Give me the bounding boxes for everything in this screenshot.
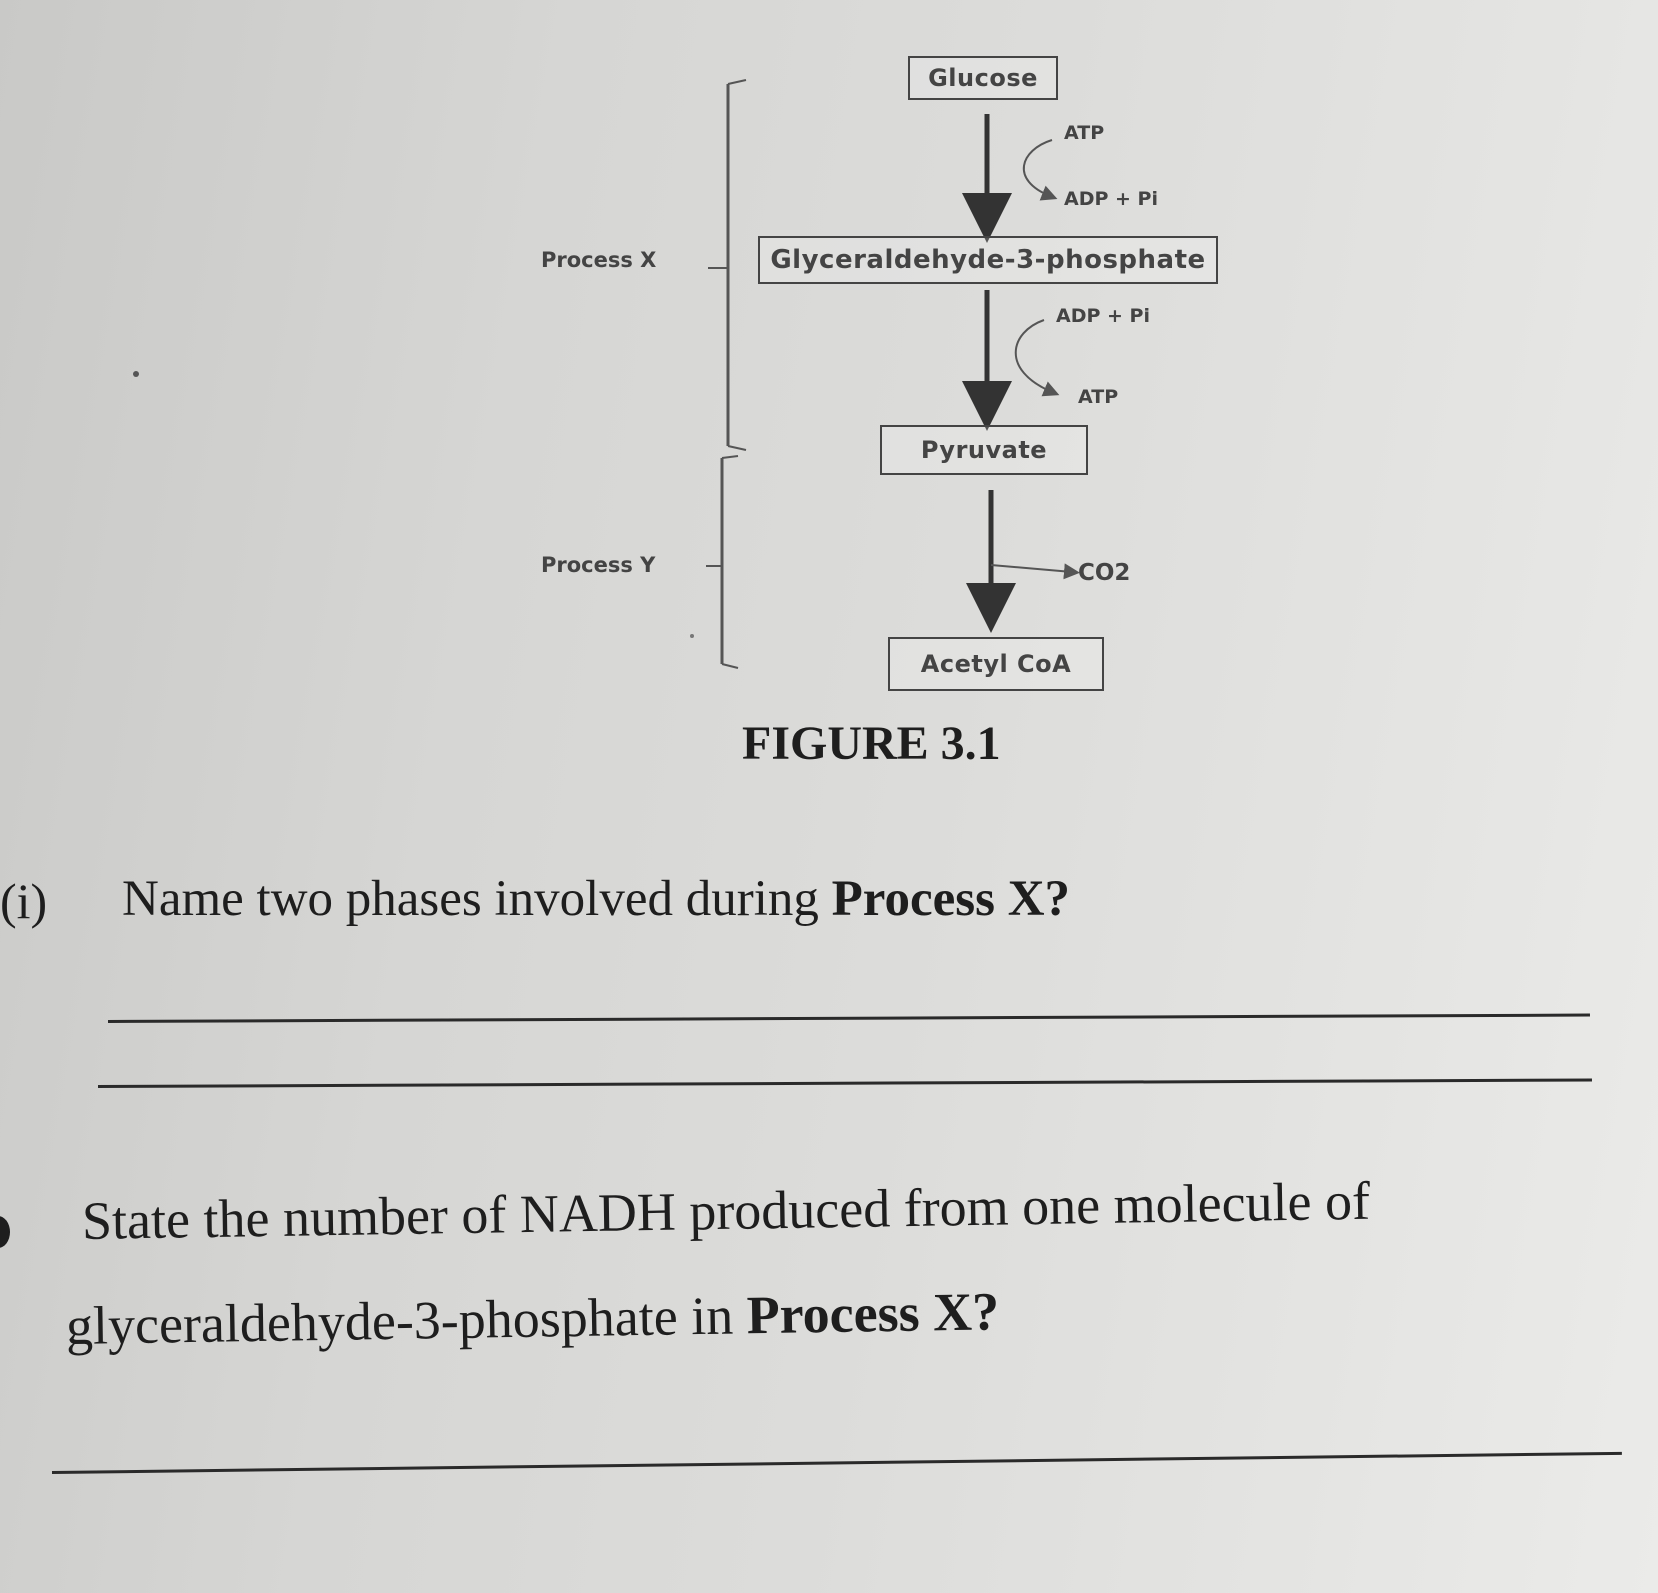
step3-output-label: CO2 [1078,560,1131,586]
question-1-text: Name two phases involved during Process … [122,870,1070,928]
question-1-emphasis: Process X? [831,871,1071,927]
step1-input-label: ATP [1064,122,1105,144]
figure-lines [133,79,1080,669]
answer-line-1[interactable] [107,1013,1590,1023]
process-x-bracket [708,79,747,451]
arrow-glucose-to-g3p [962,114,1058,243]
process-y-bracket [706,455,739,669]
node-glucose: Glucose [908,56,1058,100]
question-2-body: glyceraldehyde-3-phosphate in [65,1285,748,1356]
step2-input-label: ADP + Pi [1056,305,1150,327]
process-x-label: Process X [541,248,657,272]
question-2-line-1: State the number of NADH produced from o… [81,1170,1371,1251]
answer-line-2[interactable] [97,1078,1592,1088]
glycolysis-figure: Glucose Glyceraldehyde-3-phosphate Pyruv… [0,0,1658,770]
step1-output-label: ADP + Pi [1064,188,1158,210]
question-1-body: Name two phases involved during [122,871,832,927]
answer-line-3[interactable] [51,1451,1622,1474]
process-y-label: Process Y [541,553,656,577]
question-2-emphasis: Process X? [746,1281,1000,1346]
question-2-line-2: glyceraldehyde-3-phosphate in Process X? [66,1280,1000,1357]
question-1-number: (i) [0,873,48,929]
node-pyruvate: Pyruvate [880,425,1088,475]
step2-output-label: ATP [1078,386,1119,408]
node-acetyl-coa: Acetyl CoA [888,637,1104,691]
node-g3p: Glyceraldehyde-3-phosphate [758,236,1218,284]
question-2-marker [0,1216,10,1248]
figure-caption: FIGURE 3.1 [742,717,1001,770]
arrow-g3p-to-pyruvate [962,290,1060,431]
arrow-pyruvate-to-acetyl-coa [966,490,1080,633]
